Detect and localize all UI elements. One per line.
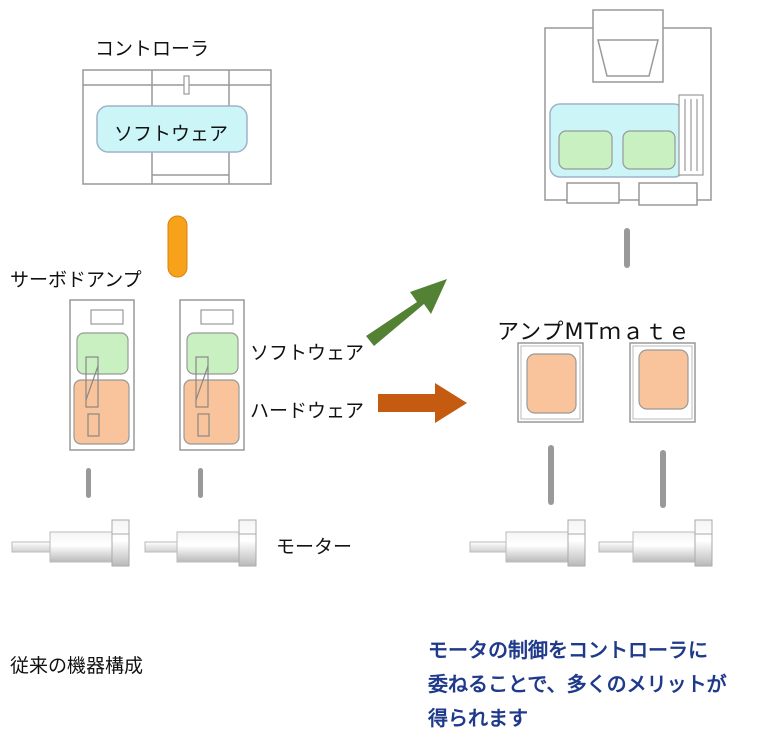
- hardware-side-label: ハードウェア: [250, 400, 365, 422]
- cable-right-2: [660, 450, 666, 508]
- orange-arrow: [378, 383, 467, 423]
- motor-left-2: [144, 519, 257, 567]
- amp2-hardware-block: [183, 379, 240, 445]
- mtmate-amp-1: [517, 342, 584, 423]
- software-side-label: ソフトウェア: [250, 342, 365, 364]
- controller-label: コントローラ: [95, 38, 210, 60]
- right-caption-line-2: 委ねることで、多くのメリットが: [428, 672, 727, 696]
- servo-amp-label: サーボドアンプ: [10, 269, 142, 291]
- cable-left-2: [198, 468, 203, 498]
- amp1-software-block: [76, 332, 129, 375]
- right-caption-line-1: モータの制御をコントローラに: [428, 638, 708, 662]
- motor-right-2: [598, 519, 713, 567]
- servo-amp-1: [69, 299, 135, 451]
- mtmate-label: アンプMTｍａｔｅ: [497, 320, 691, 345]
- new-controller-green-block-1: [558, 130, 613, 170]
- motor-label: モーター: [276, 536, 353, 558]
- orange-connector: [167, 215, 188, 278]
- mtmate-amp-2: [629, 342, 696, 423]
- cable-left-1: [86, 468, 91, 498]
- servo-amp-2: [179, 299, 245, 451]
- green-arrow: [366, 279, 447, 346]
- new-controller-green-block-2: [622, 130, 676, 170]
- controller-software-block: [96, 105, 248, 153]
- amp1-hardware-block: [73, 379, 130, 445]
- controller-unit: [82, 69, 272, 185]
- motor-right-1: [469, 519, 586, 567]
- left-caption: 従来の機器構成: [10, 655, 144, 677]
- motor-left-1: [11, 519, 130, 567]
- new-controller-unit: [544, 9, 712, 206]
- controller-software-label: ソフトウェア: [114, 123, 229, 145]
- right-caption: モータの制御をコントローラに 委ねることで、多くのメリットが 得られます: [428, 633, 727, 735]
- cable-right-1: [548, 445, 554, 505]
- cable-right-top: [624, 228, 630, 268]
- right-caption-line-3: 得られます: [428, 706, 528, 730]
- amp2-software-block: [186, 332, 239, 375]
